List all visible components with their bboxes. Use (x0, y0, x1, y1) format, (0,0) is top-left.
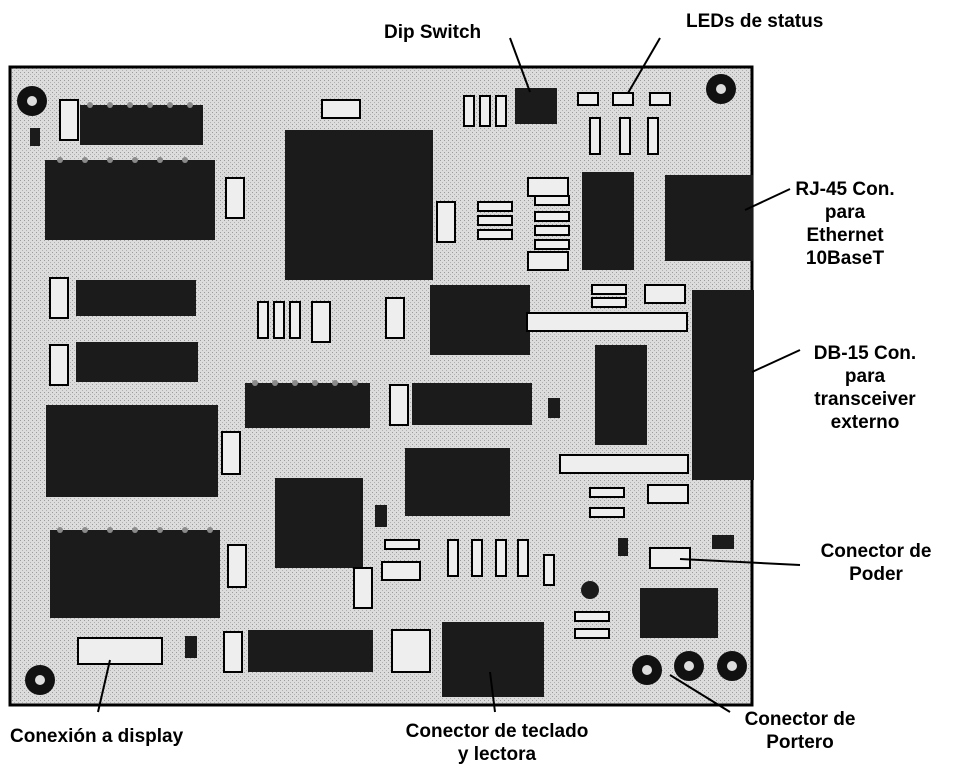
label-rj45: RJ-45 Con. para Ethernet 10BaseT (790, 178, 900, 270)
label-display: Conexión a display (10, 725, 183, 748)
label-rj45-line-4: 10BaseT (790, 247, 900, 270)
label-power: Conector de Poder (806, 540, 946, 586)
label-doorman: Conector de Portero (730, 708, 870, 754)
doorman-connector (632, 651, 747, 685)
label-db15-line-4: externo (800, 411, 930, 434)
label-db15: DB-15 Con. para transceiver externo (800, 342, 930, 434)
display-header (78, 638, 162, 664)
label-power-line-1: Conector de (806, 540, 946, 563)
label-power-line-2: Poder (806, 563, 946, 586)
label-doorman-line-1: Conector de (730, 708, 870, 731)
label-db15-line-3: transceiver (800, 388, 930, 411)
label-rj45-line-3: Ethernet (790, 224, 900, 247)
db15-connector (692, 290, 754, 480)
label-db15-line-2: para (800, 365, 930, 388)
label-keyboard: Conector de teclado y lectora (383, 720, 611, 766)
label-keyboard-line-1: Conector de teclado (383, 720, 611, 743)
status-leds (578, 93, 670, 105)
label-rj45-line-1: RJ-45 Con. (790, 178, 900, 201)
label-rj45-line-2: para (790, 201, 900, 224)
label-leds-status: LEDs de status (686, 10, 823, 33)
dip-switch (515, 88, 557, 124)
label-dip-switch: Dip Switch (384, 21, 481, 44)
rj45-connector (665, 175, 753, 261)
label-doorman-line-2: Portero (730, 731, 870, 754)
label-db15-line-1: DB-15 Con. (800, 342, 930, 365)
label-keyboard-line-2: y lectora (383, 743, 611, 766)
